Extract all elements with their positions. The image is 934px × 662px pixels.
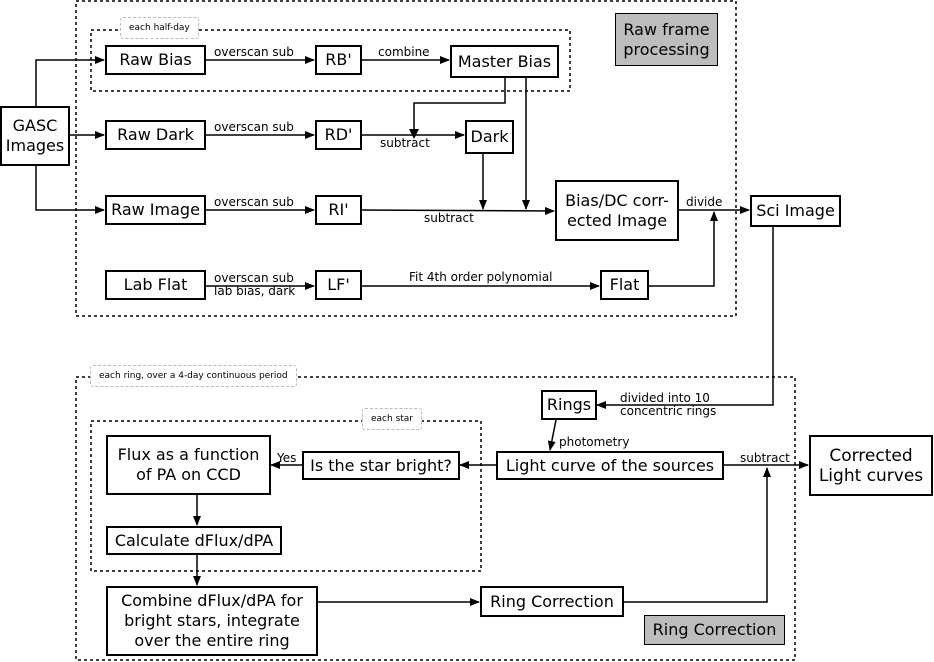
node-master-bias: Master Bias	[450, 45, 559, 78]
node-lf: LF'	[315, 270, 362, 300]
label-overscan-flat: overscan sub lab bias, dark	[214, 271, 296, 298]
node-raw-dark: Raw Dark	[105, 120, 206, 150]
edge-ri-biasdc	[361, 206, 555, 215]
node-flux-vs-pa: Flux as a function of PA on CCD	[106, 435, 271, 495]
node-rd: RD'	[315, 120, 362, 150]
node-bias-dc-corrected: Bias/DC corr- ected Image	[555, 180, 679, 241]
each-star-tag: each star	[362, 408, 422, 430]
node-rings: Rings	[541, 390, 597, 420]
node-ring-correction: Ring Correction	[480, 586, 624, 617]
node-sci-image: Sci Image	[750, 195, 841, 227]
edge-rings-lightcurve	[547, 419, 557, 451]
each-star-region	[90, 420, 482, 572]
node-flat: Flat	[600, 270, 649, 300]
node-raw-bias: Raw Bias	[105, 45, 206, 75]
edge-ringcorr-subtract	[624, 467, 771, 603]
each-ring-tag: each ring, over a 4-day continuous perio…	[90, 365, 297, 387]
ring-region	[75, 376, 796, 661]
label-fit-polynomial: Fit 4th order polynomial	[409, 270, 553, 284]
label-divide: divide	[686, 195, 723, 209]
node-combine-dflux: Combine dFlux/dPA for bright stars, inte…	[106, 586, 318, 656]
label-subtract-ring: subtract	[740, 451, 790, 465]
label-subtract-dark: subtract	[424, 211, 474, 225]
label-photometry: photometry	[559, 435, 630, 449]
edge-sci-rings	[596, 227, 774, 409]
label-overscan-bias: overscan sub	[214, 45, 294, 59]
node-raw-image: Raw Image	[105, 195, 206, 225]
node-corrected-light-curves: Corrected Light curves	[809, 435, 933, 496]
node-rb: RB'	[315, 45, 362, 75]
edge-gasc-rawbias	[35, 56, 105, 106]
node-calc-dflux: Calculate dFlux/dPA	[106, 526, 282, 555]
label-overscan-image: overscan sub	[214, 195, 294, 209]
edge-flat-divide	[649, 211, 718, 287]
edge-masterbias-dark	[413, 78, 506, 133]
node-light-curve: Light curve of the sources	[496, 451, 724, 480]
arrowhead-subtract-dark	[409, 129, 419, 139]
label-yes: Yes	[277, 451, 297, 465]
node-is-star-bright: Is the star bright?	[302, 451, 460, 480]
label-overscan-dark: overscan sub	[214, 120, 294, 134]
node-dark: Dark	[465, 120, 514, 154]
node-lab-flat: Lab Flat	[105, 270, 206, 300]
label-combine: combine	[378, 45, 430, 59]
raw-frame-region	[75, 0, 737, 317]
ring-correction-title: Ring Correction	[644, 615, 785, 645]
node-gasc-images: GASC Images	[0, 106, 70, 166]
half-day-tag: each half-day	[120, 17, 199, 39]
edge-gasc-rawimage	[35, 166, 105, 214]
node-ri: RI'	[315, 195, 362, 225]
label-divided-rings: divided into 10 concentric rings	[620, 391, 717, 418]
label-subtract-bias: subtract	[380, 136, 430, 150]
raw-frame-title: Raw frame processing	[615, 13, 718, 66]
